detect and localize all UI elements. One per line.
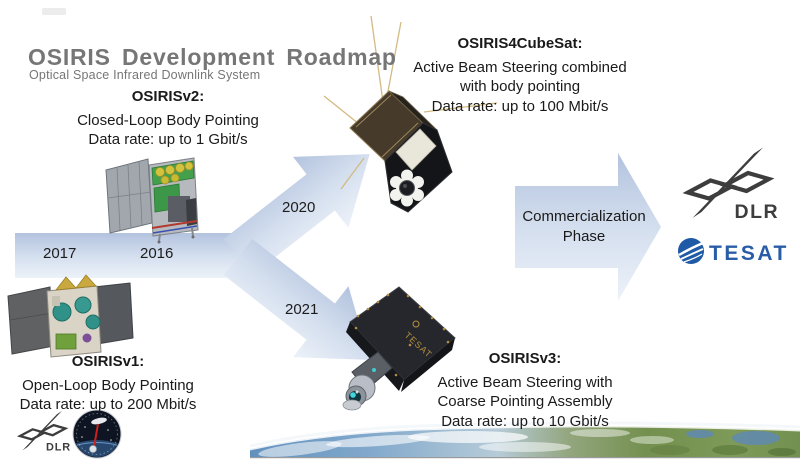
year-label-2016: 2016 [140,245,174,262]
commercialization-line2: Phase [562,227,606,245]
osirisv1-satellite-illustration [7,274,134,358]
osirisv1-data-rate: Data rate: up to 200 Mbit/s [19,396,197,413]
osirisv2-desc-line1: Closed-Loop Body Pointing [77,111,259,129]
osiris4cubesat-desc-line1: Active Beam Steering combined [413,58,627,76]
osiris4cubesat-heading: OSIRIS4CubeSat: [457,35,583,52]
timeline-arrow [15,154,370,360]
osirisv2-text-block: OSIRISv2: Closed-Loop Body Pointing Data… [38,87,298,150]
commercialization-phase-label: Commercialization Phase [509,207,659,246]
page-subtitle: Optical Space Infrared Downlink System [29,68,261,82]
osirisv2-satellite-illustration [105,157,199,244]
cubesat-antennas [323,15,498,190]
osiris4cubesat-data-rate: Data rate: up to 100 Mbit/s [431,97,609,115]
osirisv1-heading: OSIRISv1: [71,353,145,370]
osirisv2-heading: OSIRISv2: [131,88,205,105]
osirisv1-desc-line1: Open-Loop Body Pointing [22,376,194,394]
cubesat-illustration [323,15,498,213]
osirisv3-desc-line1: Active Beam Steering with [437,373,613,391]
osirisv3-heading: OSIRISv3: [488,350,562,367]
dlr-logo [688,148,779,224]
tesat-logo: TESAT [678,238,789,265]
faint-header-mark [42,8,66,15]
osirisv3-data-rate: Data rate: up to 10 Gbit/s [441,412,609,430]
gold-screws [354,293,450,377]
osirisv3-terminal-illustration: TESAT [342,286,456,411]
osirisv3-desc-line2: Coarse Pointing Assembly [437,393,613,410]
osirisv2-data-rate: Data rate: up to 1 Gbit/s [88,131,248,148]
page-title: OSIRIS Development Roadmap [28,44,397,70]
osirisv1-text-block: OSIRISv1: Open-Loop Body Pointing Data r… [0,352,216,415]
commercialization-arrow [515,153,661,301]
year-label-2020: 2020 [282,199,316,216]
osiris4cubesat-desc-line2: with body pointing [459,78,581,95]
osiris-mission-patch [72,409,122,459]
osiris4cubesat-text-block: OSIRIS4CubeSat: Active Beam Steering com… [390,34,650,116]
year-label-2017: 2017 [43,245,77,262]
earth-horizon-image [249,421,800,459]
commercialization-line1: Commercialization [522,208,646,225]
tesat-logo-label: TESAT [709,242,789,265]
cubesat-aperture [390,169,424,207]
osirisv3-text-block: OSIRISv3: Active Beam Steering with Coar… [395,349,655,431]
dlr-logo-small [18,409,73,455]
year-label-2021: 2021 [285,301,319,318]
